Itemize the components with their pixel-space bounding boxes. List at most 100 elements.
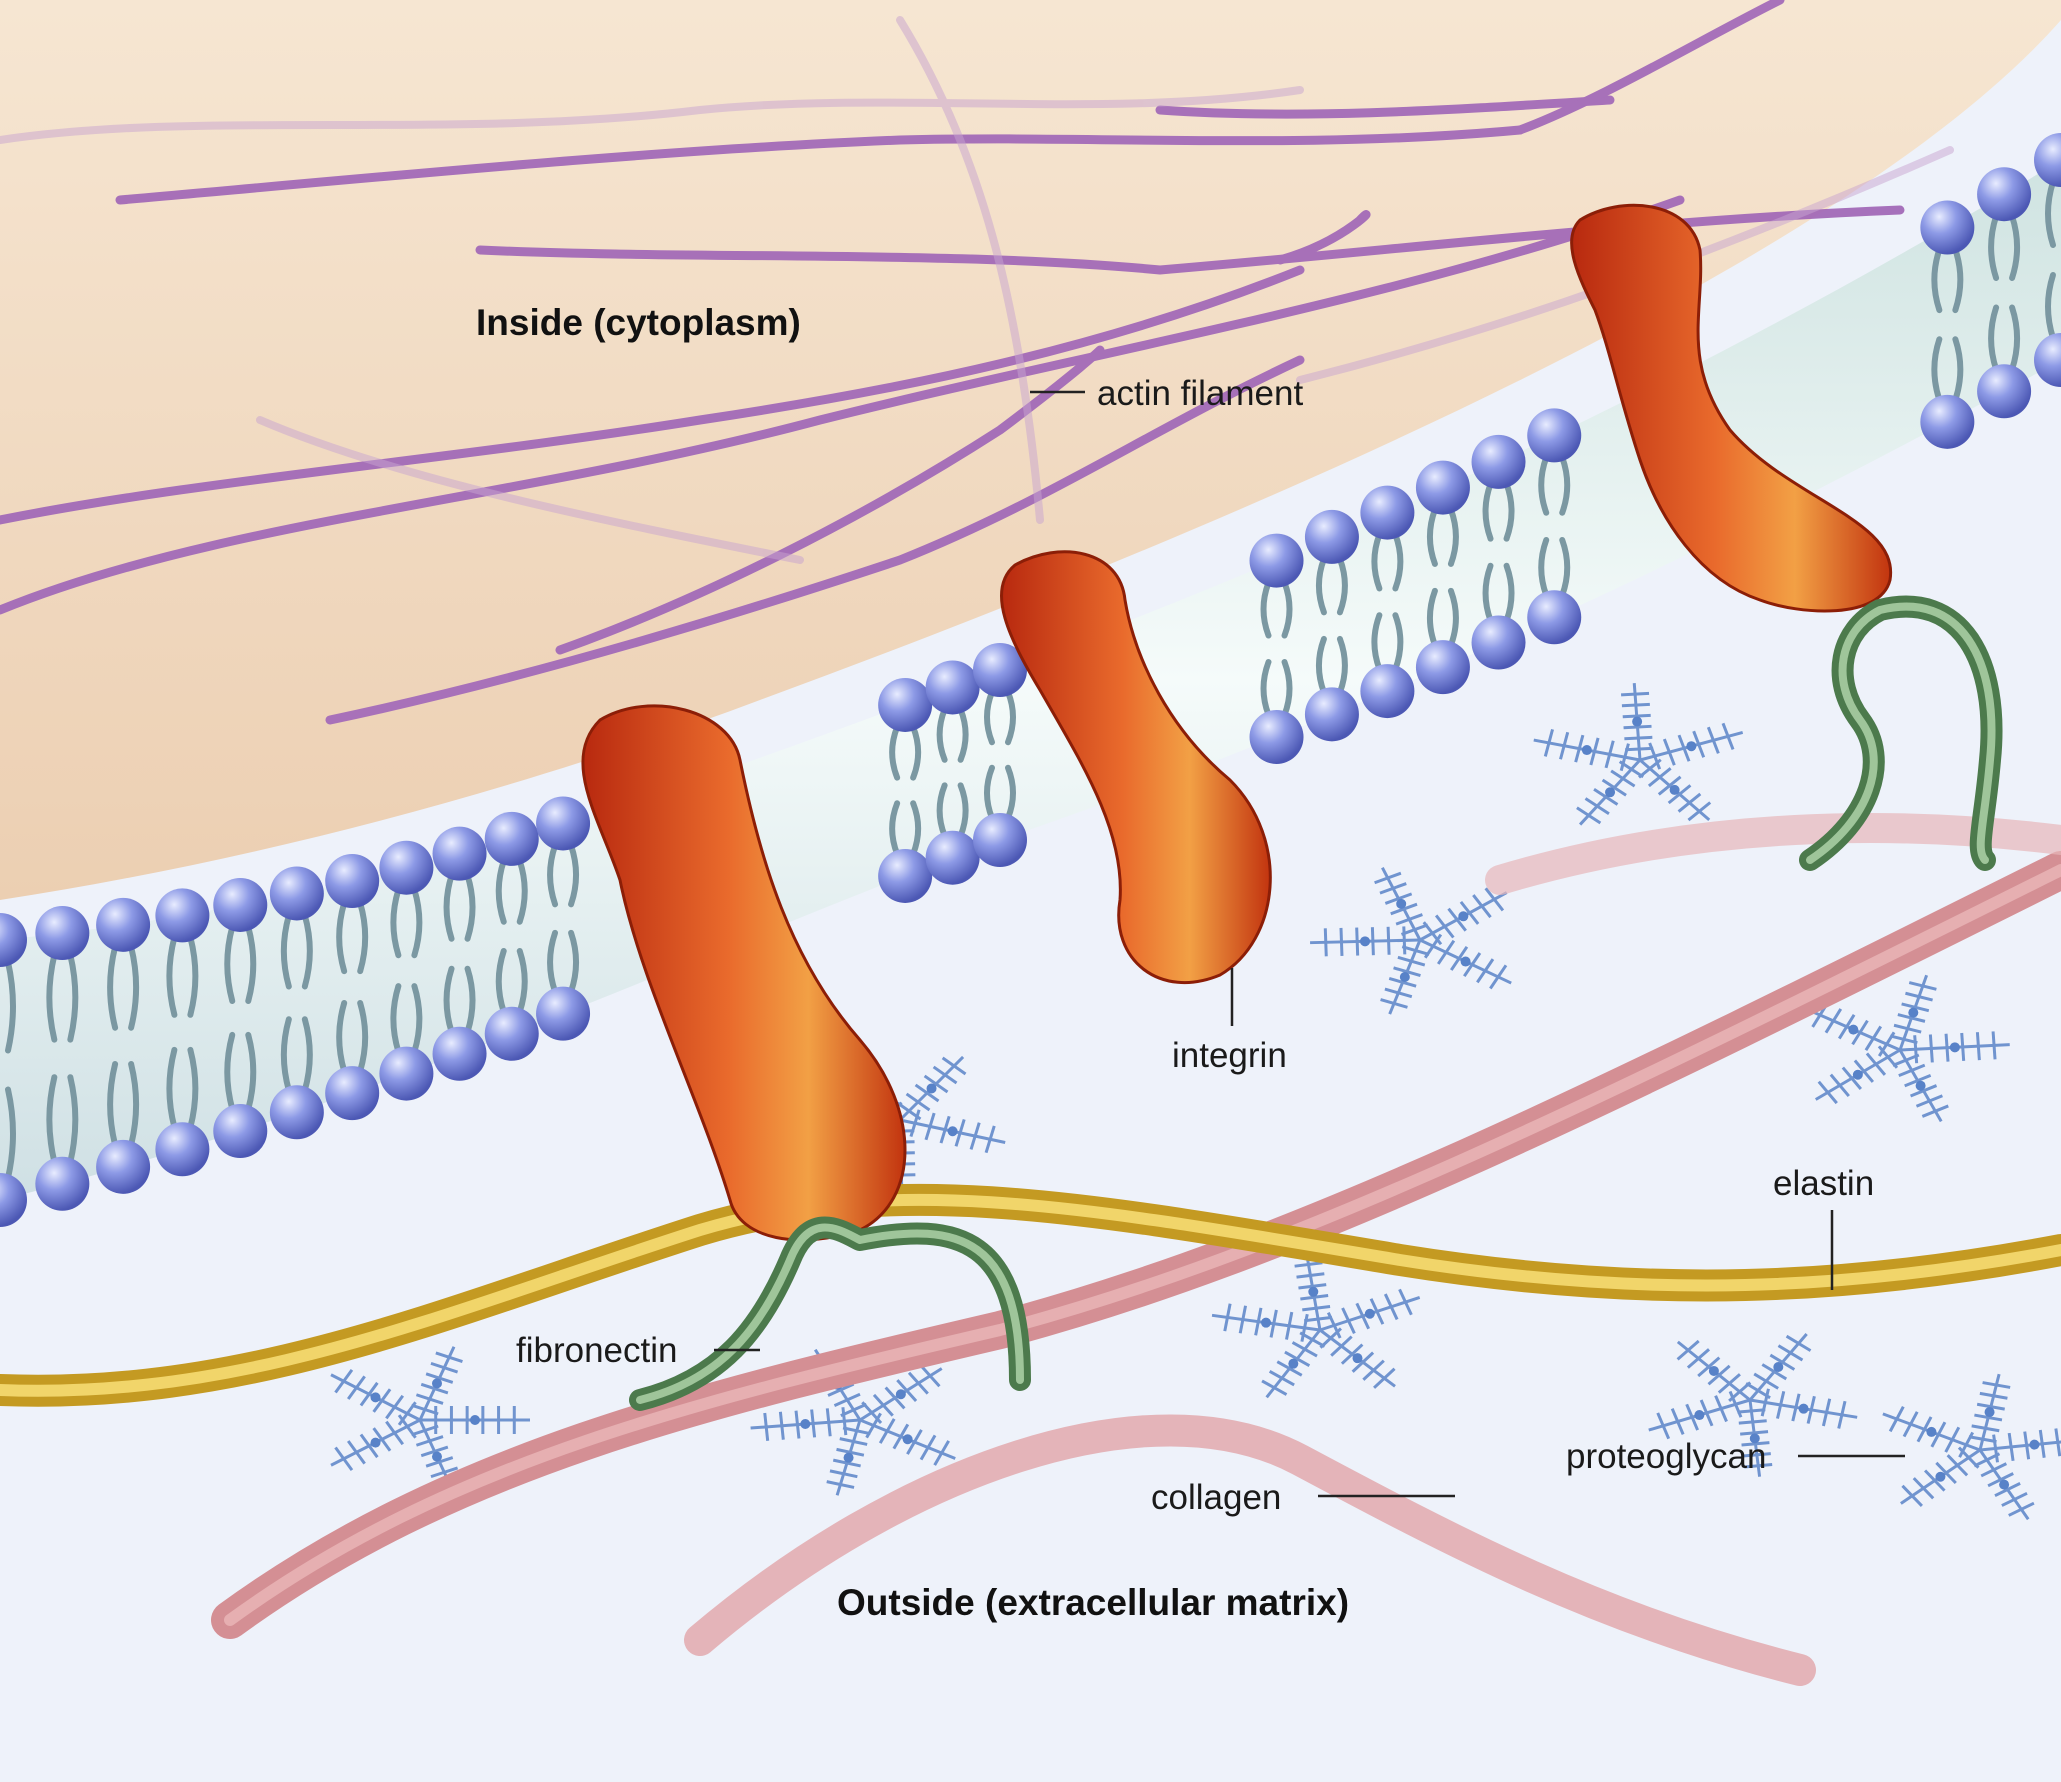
lipid-tail — [1988, 213, 2000, 281]
lipid-tail — [1988, 304, 2000, 373]
phospholipid-head — [325, 854, 380, 909]
lipid-tail — [107, 1060, 119, 1148]
lipid-tail — [301, 912, 313, 990]
lipid-tail — [984, 764, 995, 821]
lipid-tail — [336, 900, 348, 975]
proteoglycan — [1806, 974, 2010, 1123]
lipid-tail — [390, 886, 402, 959]
lipid-tail — [390, 983, 402, 1055]
collagen-label: collagen — [1151, 1478, 1282, 1517]
phospholipid-head — [0, 1173, 27, 1227]
phospholipid-head — [973, 813, 1027, 867]
phospholipid-head — [269, 1085, 324, 1140]
lipid-tail — [1538, 536, 1550, 599]
integrin-3 — [1570, 203, 1893, 613]
lipid-tail — [1952, 336, 1964, 403]
phospholipid-head — [2034, 133, 2061, 187]
lipid-tail — [1426, 506, 1438, 567]
phospholipid-head — [878, 848, 933, 903]
phospholipid-head — [155, 888, 210, 943]
lipid-tail — [936, 782, 948, 839]
lipid-tail — [1538, 454, 1550, 516]
phospholipid-head — [973, 643, 1027, 697]
lipid-tail — [46, 952, 58, 1043]
lipid-tail — [2009, 304, 2021, 373]
lipid-tail — [495, 857, 507, 925]
phospholipid-head — [1249, 533, 1304, 588]
lipid-tail — [128, 943, 140, 1031]
phospholipid-heads-outer-leaflet — [0, 333, 2061, 1227]
elastin-label: elastin — [1773, 1164, 1875, 1203]
phospholipid-head — [1360, 664, 1415, 719]
lipid-tail — [889, 800, 901, 857]
lipid-tail — [1952, 246, 1964, 314]
phospholipid-head — [379, 1046, 434, 1101]
actin-filament-label: actin filament — [1097, 374, 1304, 413]
lipid-tail — [1315, 555, 1327, 616]
lipid-tail — [984, 689, 995, 746]
phospholipid-head — [484, 1006, 539, 1061]
phospholipid-head — [1360, 485, 1415, 540]
lipid-tail — [357, 900, 369, 975]
phospholipid-head — [1304, 687, 1359, 742]
fibronectin-label: fibronectin — [516, 1331, 678, 1370]
phospholipid-head — [484, 811, 539, 866]
phospholipid-head — [1415, 640, 1470, 695]
lipid-tail — [2009, 213, 2021, 281]
lipid-tail — [516, 947, 528, 1015]
lipid-tail — [245, 1031, 257, 1113]
lipid-tail — [187, 934, 199, 1018]
lipid-tail — [411, 983, 423, 1055]
lipid-tail — [1447, 587, 1459, 649]
outside-extracellular-label: Outside (extracellular matrix) — [837, 1582, 1350, 1623]
phospholipid-heads-inner-leaflet — [0, 133, 2061, 967]
lipid-tail — [1281, 658, 1293, 718]
lipid-tail — [245, 923, 257, 1005]
lipid-tail — [67, 952, 79, 1043]
phospholipid-head — [35, 906, 90, 961]
lipid-tail — [1392, 612, 1404, 673]
lipid-tail — [1931, 336, 1943, 403]
lipid-tail — [1482, 480, 1494, 542]
phospholipid-head — [1304, 509, 1359, 564]
leader-lines — [714, 390, 1905, 1498]
phospholipid-head — [1977, 167, 2032, 222]
phospholipid-head — [1527, 590, 1582, 645]
lipid-tail — [889, 723, 901, 781]
phospholipid-head — [379, 840, 434, 895]
lipid-tail — [46, 1074, 58, 1165]
phospholipid-head — [325, 1066, 380, 1121]
proteoglycan — [1648, 1333, 1858, 1477]
lipid-tail — [280, 1016, 292, 1094]
lipid-tail — [357, 999, 369, 1075]
lipid-tail — [1005, 764, 1016, 821]
proteoglycan — [1882, 1373, 2061, 1521]
lipid-tail — [936, 706, 948, 763]
membrane-interior — [0, 160, 2061, 1200]
elastin-fiber — [0, 1183, 2061, 1407]
phospholipid-head — [1920, 200, 1975, 255]
lipid-tail — [568, 842, 580, 908]
lipid-tail — [411, 886, 423, 959]
lipid-tail — [516, 857, 528, 925]
proteoglycan — [1310, 866, 1512, 1015]
lipid-tail — [1281, 579, 1293, 639]
lipid-tail — [957, 782, 969, 839]
phospholipid-head — [269, 866, 324, 921]
lipid-tail — [187, 1046, 199, 1131]
lipid-tail — [495, 947, 507, 1015]
lipid-tail — [2045, 179, 2056, 248]
lipid-tail — [1482, 562, 1494, 624]
phospholipid-head — [213, 1104, 268, 1159]
phospholipid-head — [1527, 408, 1582, 463]
lipid-tail — [568, 929, 580, 995]
lipid-tail — [224, 923, 236, 1005]
lipid-tail — [1260, 579, 1272, 639]
phospholipid-head — [155, 1122, 210, 1177]
lipid-tail — [464, 965, 476, 1035]
fibronectin-links — [629, 595, 2003, 1411]
lipid-tail — [547, 842, 559, 908]
lipid-tail — [1260, 658, 1272, 718]
phospholipid-head — [96, 897, 151, 952]
inside-cytoplasm-label: Inside (cytoplasm) — [476, 302, 801, 343]
